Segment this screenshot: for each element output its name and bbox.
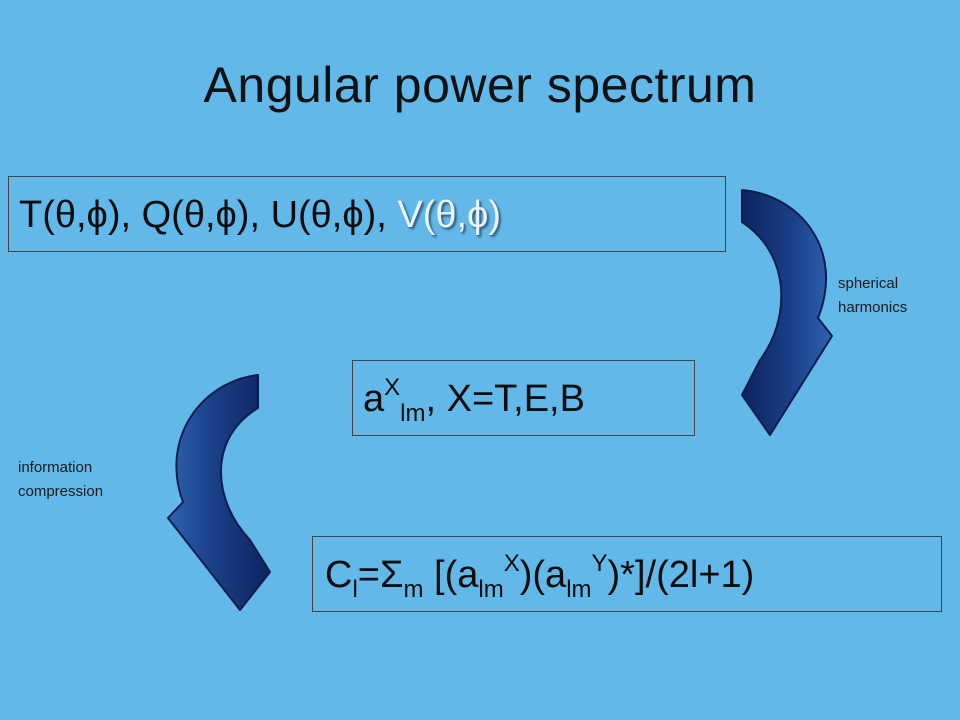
alm-rest: , X=T,E,B: [425, 378, 585, 420]
cl-sub-lm2: lm: [566, 576, 592, 603]
cl-sub-m: m: [403, 576, 424, 603]
alm-sub-lm: lm: [400, 400, 426, 427]
cl-sup-x: X: [503, 550, 520, 577]
slide-title: Angular power spectrum: [203, 57, 757, 113]
alm-sup-x: X: [384, 374, 401, 401]
cl-mid: )(a: [519, 554, 567, 596]
curved-arrow-down-left-icon: [741, 189, 833, 436]
stokes-fields-text: T(θ,ϕ), Q(θ,ϕ), U(θ,ϕ),: [19, 194, 398, 236]
cl-open: [(a: [423, 554, 479, 596]
note-line: compression: [18, 483, 104, 500]
curved-arrow-down-right-icon: [167, 374, 271, 611]
information-compression-note: information compression: [18, 456, 103, 504]
cl-sigma: =Σ: [357, 554, 404, 596]
note-line: spherical: [838, 275, 899, 292]
note-line: information: [18, 459, 93, 476]
cl-sub-lm1: lm: [478, 576, 504, 603]
cl-formula-box: Cl=Σm [(almX)(almY)*]/(2l+1): [312, 536, 942, 612]
cl-sub-l: l: [352, 576, 358, 603]
stokes-fields-box: T(θ,ϕ), Q(θ,ϕ), U(θ,ϕ), V(θ,ϕ): [8, 176, 726, 252]
note-line: harmonics: [838, 299, 908, 316]
cl-sup-y: Y: [591, 550, 608, 577]
alm-a: a: [363, 378, 385, 420]
cl-c: C: [325, 554, 353, 596]
spherical-harmonics-note: spherical harmonics: [838, 272, 907, 320]
v-field-text: V(θ,ϕ): [397, 194, 502, 236]
cl-close: )*]/(2l+1): [607, 554, 755, 596]
alm-box: aXlm, X=T,E,B: [352, 360, 695, 436]
